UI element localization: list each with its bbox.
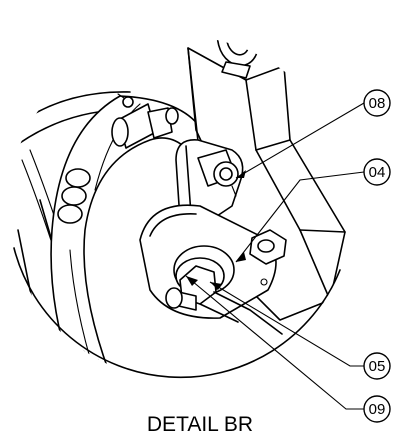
callout-04-label: 04 (369, 164, 386, 181)
rear-bolt (111, 93, 179, 149)
callout-04: 04 (235, 158, 391, 263)
callout-09-label: 09 (369, 401, 386, 418)
spring-coils (57, 168, 91, 224)
callout-09: 09 (185, 275, 391, 423)
callout-05-label: 05 (369, 358, 386, 375)
side-nut (249, 229, 287, 265)
callout-08-label: 08 (369, 95, 386, 112)
callout-05: 05 (209, 281, 391, 380)
callout-08: 08 (235, 89, 391, 179)
assembly-view (8, 36, 346, 380)
detail-caption: DETAIL BR (147, 413, 253, 436)
front-bolt (165, 245, 283, 335)
detail-boundary (13, 247, 341, 379)
